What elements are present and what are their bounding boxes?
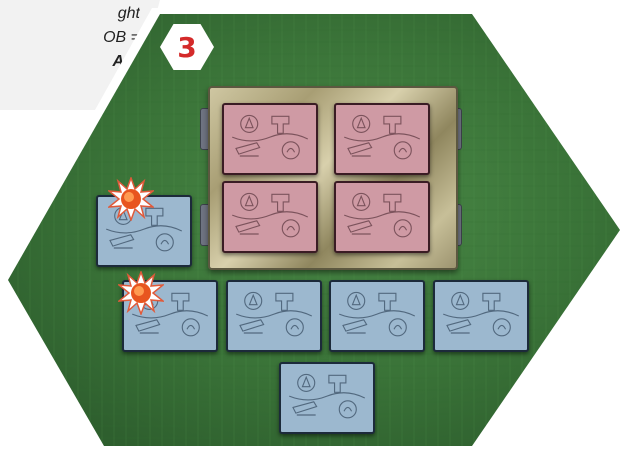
red-unit-card[interactable]: [222, 103, 318, 175]
blue-unit-card[interactable]: [433, 280, 529, 352]
hit-marker-icon: [108, 177, 154, 221]
red-unit-card[interactable]: [222, 181, 318, 253]
hit-marker-icon: [118, 271, 164, 315]
scenario-number: 3: [177, 31, 196, 64]
blue-unit-card[interactable]: [226, 280, 322, 352]
red-unit-card[interactable]: [334, 181, 430, 253]
red-unit-card[interactable]: [334, 103, 430, 175]
blue-unit-card[interactable]: [279, 362, 375, 434]
blue-unit-card[interactable]: [329, 280, 425, 352]
